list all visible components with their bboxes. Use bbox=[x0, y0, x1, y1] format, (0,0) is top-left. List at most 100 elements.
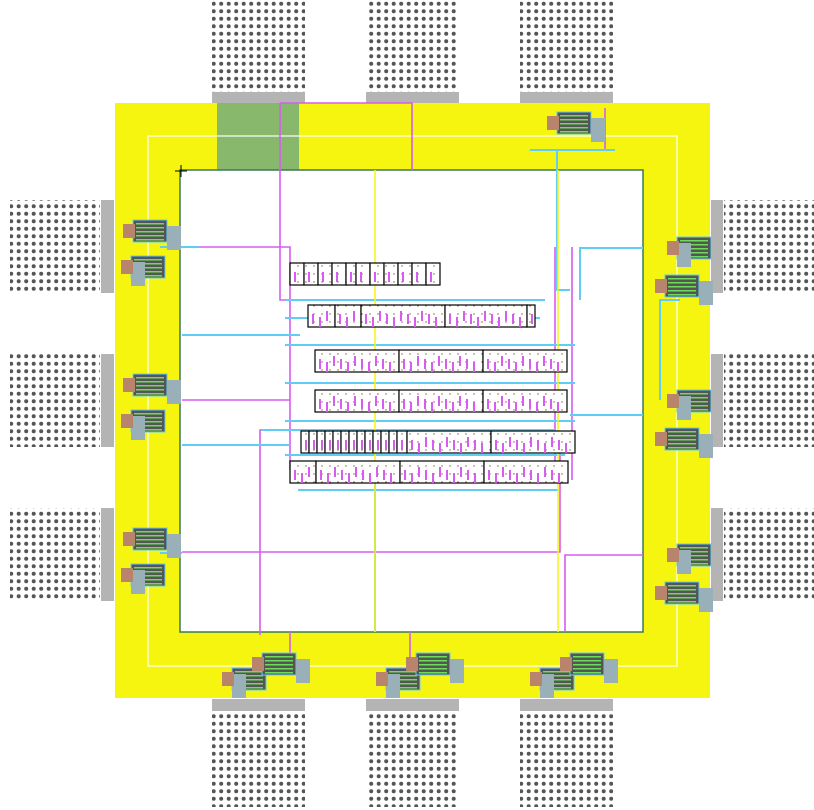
cell-pin bbox=[407, 314, 409, 324]
cell-pin bbox=[557, 402, 559, 412]
io-cell-finger bbox=[419, 656, 447, 658]
cell-pin bbox=[361, 440, 363, 450]
cell-pin bbox=[333, 356, 335, 366]
io-cell-finger bbox=[265, 672, 293, 674]
cell-pin bbox=[400, 311, 402, 321]
cell-pin bbox=[523, 467, 525, 477]
io-cell-finger bbox=[389, 687, 417, 689]
cell-pin bbox=[508, 399, 510, 409]
cell-pin bbox=[536, 362, 538, 372]
io-cell-esd bbox=[131, 262, 145, 286]
io-cell-finger bbox=[680, 244, 708, 246]
cell-pin bbox=[393, 317, 395, 327]
io-cell-finger bbox=[680, 555, 708, 557]
cell-pin bbox=[388, 272, 390, 282]
cell-pin bbox=[340, 359, 342, 369]
cell-pin bbox=[361, 359, 363, 369]
cell-pin bbox=[354, 356, 356, 366]
cell-pin bbox=[501, 396, 503, 406]
cell-pin bbox=[410, 402, 412, 412]
io-cell-finger bbox=[389, 675, 417, 677]
io-cell-finger bbox=[680, 401, 708, 403]
io-cell-finger bbox=[235, 671, 263, 673]
io-cell-finger bbox=[136, 393, 164, 395]
standard-cell bbox=[331, 262, 347, 286]
io-cell-finger bbox=[680, 397, 708, 399]
cell-pin bbox=[294, 470, 296, 480]
io-cell-finger bbox=[573, 672, 601, 674]
io-cell-finger bbox=[235, 683, 263, 685]
io-cell-finger bbox=[680, 563, 708, 565]
cell-pin bbox=[488, 470, 490, 480]
cell-pin bbox=[467, 470, 469, 480]
standard-cell bbox=[369, 262, 385, 286]
cell-pin bbox=[512, 314, 514, 324]
cell-pin bbox=[515, 402, 517, 412]
cell-pin bbox=[543, 356, 545, 366]
io-cell-finger bbox=[136, 235, 164, 237]
cell-pin bbox=[456, 317, 458, 327]
bond-pad-bottom bbox=[520, 712, 613, 807]
io-bar-bottom bbox=[212, 699, 305, 711]
io-cell-finger bbox=[668, 439, 696, 441]
cell-pin bbox=[375, 396, 377, 406]
cell-pin bbox=[301, 473, 303, 483]
cell-pin bbox=[530, 437, 532, 447]
bond-pad-top bbox=[366, 0, 459, 92]
cell-pin bbox=[368, 402, 370, 412]
io-cell-contact bbox=[123, 532, 135, 546]
origin-crosshair-icon bbox=[175, 165, 187, 177]
cell-pin bbox=[308, 467, 310, 477]
cell-pin bbox=[432, 440, 434, 450]
cell-pin bbox=[321, 440, 323, 450]
cell-pin bbox=[348, 473, 350, 483]
standard-cell bbox=[411, 262, 427, 286]
io-cell-finger bbox=[680, 240, 708, 242]
io-cell-contact bbox=[222, 672, 234, 686]
cell-pin bbox=[481, 443, 483, 453]
cell-pin bbox=[386, 314, 388, 324]
cell-pin bbox=[505, 311, 507, 321]
io-cell-finger bbox=[235, 687, 263, 689]
io-cell-finger bbox=[265, 668, 293, 670]
cell-pin bbox=[368, 362, 370, 372]
io-cell-finger bbox=[134, 575, 162, 577]
cell-pin bbox=[382, 359, 384, 369]
io-cell-finger bbox=[134, 583, 162, 585]
cell-pin bbox=[529, 359, 531, 369]
cell-pin bbox=[354, 396, 356, 406]
io-cell-finger bbox=[134, 267, 162, 269]
io-cell-finger bbox=[573, 668, 601, 670]
cell-pin bbox=[474, 473, 476, 483]
metal-wire bbox=[659, 299, 680, 400]
cell-pin bbox=[308, 272, 310, 282]
io-cell-finger bbox=[668, 278, 696, 280]
io-cell-contact bbox=[530, 672, 542, 686]
cell-pin bbox=[403, 399, 405, 409]
cell-pin bbox=[453, 440, 455, 450]
io-bar-left bbox=[101, 508, 114, 601]
io-cell-esd bbox=[296, 659, 310, 683]
io-cell-finger bbox=[136, 539, 164, 541]
cell-pin bbox=[341, 470, 343, 480]
io-cell-finger bbox=[235, 679, 263, 681]
cell-pin bbox=[494, 402, 496, 412]
cell-pin bbox=[379, 311, 381, 321]
cell-pin bbox=[329, 440, 331, 450]
io-bar-bottom bbox=[366, 699, 459, 711]
cell-pin bbox=[432, 473, 434, 483]
cell-pin bbox=[326, 311, 328, 321]
cell-pin bbox=[446, 437, 448, 447]
cell-pin bbox=[418, 467, 420, 477]
cell-pin bbox=[305, 440, 307, 450]
metal-wire bbox=[556, 150, 570, 291]
cell-pin bbox=[327, 473, 329, 483]
cell-pin bbox=[551, 470, 553, 480]
cell-pin bbox=[421, 311, 423, 321]
io-cell-finger bbox=[136, 385, 164, 387]
io-cell-esd bbox=[540, 674, 554, 698]
cell-pin bbox=[494, 362, 496, 372]
io-cell-finger bbox=[680, 248, 708, 250]
io-cell-contact bbox=[667, 394, 679, 408]
